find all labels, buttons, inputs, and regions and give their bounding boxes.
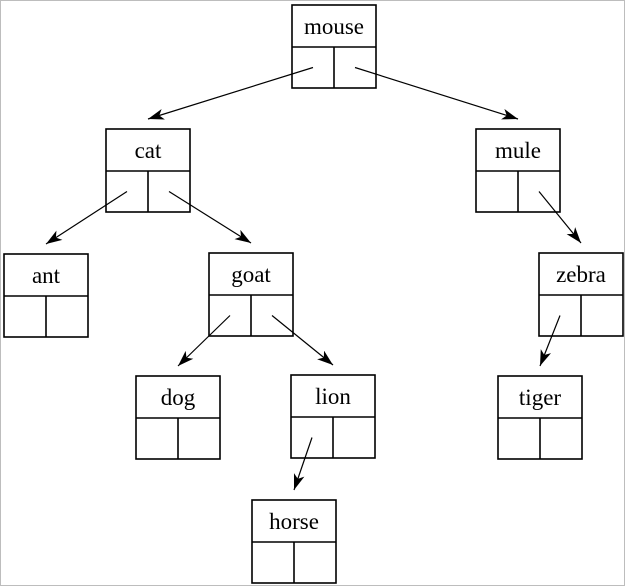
tree-node-dog: dog: [135, 375, 221, 460]
tree-node-mule: mule: [475, 128, 561, 213]
edge-mouse-cat: [147, 66, 314, 120]
tree-node-mouse: mouse: [291, 4, 377, 89]
node-label-dog: dog: [161, 385, 196, 410]
edge-cat-ant: [45, 190, 128, 245]
node-label-lion: lion: [315, 384, 351, 409]
node-label-ant: ant: [32, 263, 61, 288]
tree-node-tiger: tiger: [497, 375, 583, 460]
node-label-goat: goat: [231, 262, 271, 287]
edge-zebra-tiger: [539, 315, 561, 367]
node-label-horse: horse: [269, 509, 319, 534]
node-label-mule: mule: [495, 138, 541, 163]
edge-goat-lion: [271, 315, 334, 366]
edge-cat-goat: [168, 190, 252, 244]
tree-node-horse: horse: [251, 499, 337, 584]
edge-goat-dog: [177, 315, 231, 367]
tree-node-zebra: zebra: [538, 252, 624, 337]
tree-edges: [45, 66, 582, 491]
node-label-zebra: zebra: [556, 262, 606, 287]
edge-lion-horse: [293, 437, 313, 491]
node-label-mouse: mouse: [304, 14, 364, 39]
tree-node-lion: lion: [290, 374, 376, 459]
node-label-cat: cat: [135, 138, 162, 163]
tree-node-ant: ant: [3, 253, 89, 338]
tree-node-cat: cat: [105, 128, 191, 213]
edge-mouse-mule: [354, 66, 519, 120]
tree-nodes: mouse cat mule ant goat zebra dog lion tiger hors…: [3, 4, 624, 584]
edge-mule-zebra: [538, 191, 582, 244]
node-label-tiger: tiger: [519, 385, 561, 410]
